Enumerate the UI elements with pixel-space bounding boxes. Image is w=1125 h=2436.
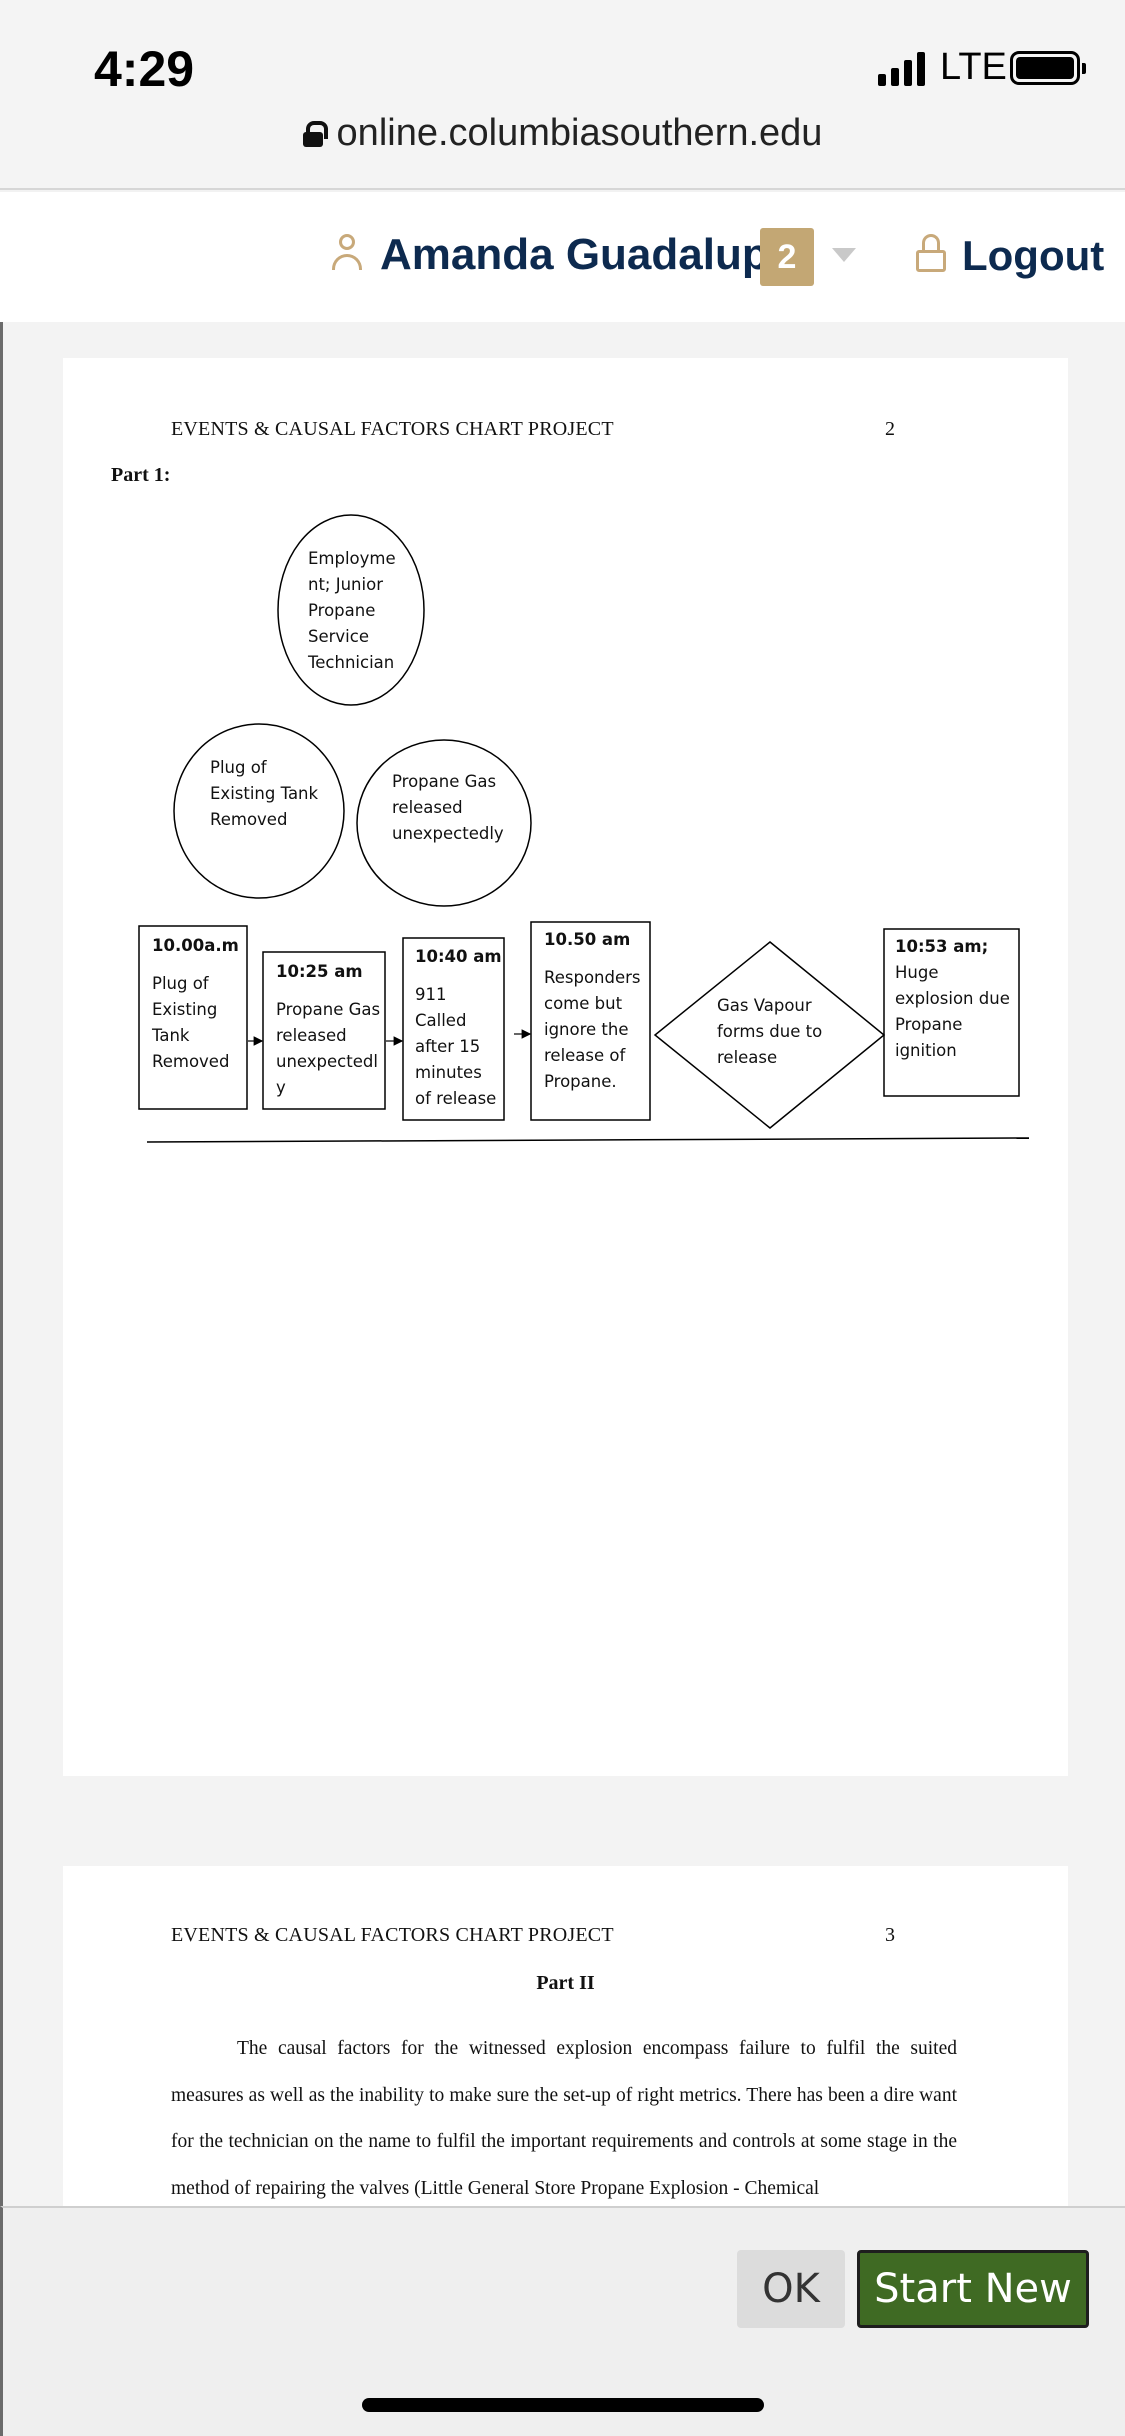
timeline-rule — [146, 1137, 1030, 1143]
oval-label: Propane Gas released unexpectedly — [392, 772, 504, 843]
chevron-down-icon[interactable] — [832, 248, 856, 262]
address-bar[interactable]: online.columbiasouthern.edu — [0, 112, 1125, 155]
diagram-shapes — [138, 514, 1030, 1143]
logout-link[interactable]: Logout — [962, 232, 1105, 279]
event-box — [530, 921, 651, 1121]
event-box — [138, 925, 248, 1110]
bottom-toolbar: OK Start New — [0, 2206, 1125, 2436]
event-diamond — [653, 941, 886, 1129]
home-indicator[interactable] — [362, 2398, 764, 2412]
event-label: 10:40 am 911 Called after 15 minutes of … — [415, 947, 502, 1108]
event-label: 10:25 am Propane Gas released unexpected… — [276, 962, 381, 1097]
ok-button[interactable]: OK — [737, 2250, 845, 2328]
user-icon — [332, 234, 362, 274]
padlock-icon — [916, 234, 946, 274]
user-name[interactable]: Amanda Guadalupe — [380, 230, 794, 279]
site-header: Amanda Guadalupe 2 Logout — [0, 192, 1125, 322]
lock-icon — [302, 121, 328, 147]
event-label: 10.00a.m Plug of Existing Tank Removed — [152, 936, 239, 1071]
condition-oval — [173, 723, 345, 899]
network-type: LTE — [940, 46, 1007, 88]
status-bar: 4:29 LTE online.columbiasouthern.edu — [0, 0, 1125, 190]
body-paragraph: The causal factors for the witnessed exp… — [171, 2038, 957, 2199]
oval-label: Employme nt; Junior Propane Service Tech… — [308, 549, 396, 672]
condition-oval — [277, 514, 425, 706]
event-box — [402, 937, 505, 1121]
part-heading: Part II — [536, 1972, 595, 1994]
url-text: online.columbiasouthern.edu — [336, 112, 823, 154]
battery-icon — [1010, 51, 1086, 85]
page-number: 3 — [885, 1924, 895, 1946]
part-heading: Part 1: — [111, 464, 171, 486]
oval-label: Plug of Existing Tank Removed — [210, 758, 319, 829]
notification-badge[interactable]: 2 — [760, 228, 814, 286]
running-head: EVENTS & CAUSAL FACTORS CHART PROJECT — [171, 418, 614, 440]
page-number: 2 — [885, 418, 895, 440]
event-label: Gas Vapour forms due to release — [717, 996, 823, 1067]
causal-factors-diagram: Employme nt; Junior Propane Service Tech… — [63, 358, 1068, 1158]
event-label: 10.50 am Responders come but ignore the … — [544, 930, 641, 1091]
signal-icon — [878, 50, 925, 86]
event-box — [883, 928, 1020, 1097]
running-head: EVENTS & CAUSAL FACTORS CHART PROJECT — [171, 1924, 614, 1946]
document-page: EVENTS & CAUSAL FACTORS CHART PROJECT 2 … — [63, 358, 1068, 1776]
document-page: EVENTS & CAUSAL FACTORS CHART PROJECT 3 … — [63, 1866, 1068, 2206]
event-box — [262, 951, 386, 1110]
condition-oval — [356, 739, 532, 907]
start-new-button[interactable]: Start New — [857, 2250, 1089, 2328]
clock: 4:29 — [94, 41, 195, 97]
document-viewer[interactable]: EVENTS & CAUSAL FACTORS CHART PROJECT 2 … — [0, 322, 1125, 2206]
event-label: 10:53 am; Huge explosion due Propane ign… — [895, 937, 1010, 1060]
